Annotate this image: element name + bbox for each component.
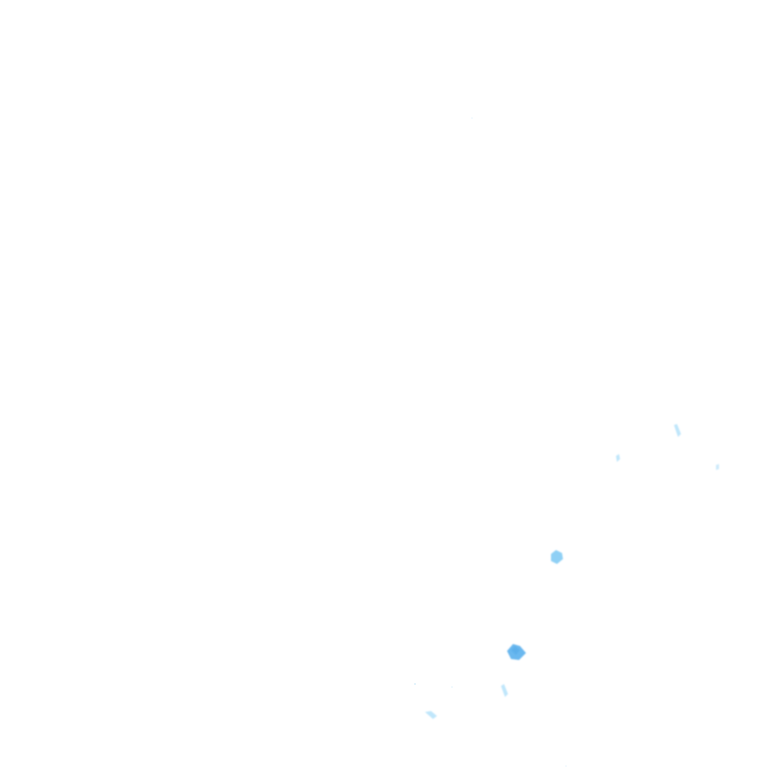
speckle-dot <box>565 765 567 767</box>
speckle-core <box>511 646 520 655</box>
speckle <box>716 464 719 470</box>
speckle <box>501 684 508 697</box>
speckle <box>616 454 620 462</box>
speckle-dot <box>451 686 453 688</box>
speckle-dot <box>471 117 473 119</box>
speckle-blob <box>551 550 563 564</box>
speckle <box>674 424 681 437</box>
speckle <box>425 711 437 719</box>
speckle-dot <box>414 683 416 685</box>
